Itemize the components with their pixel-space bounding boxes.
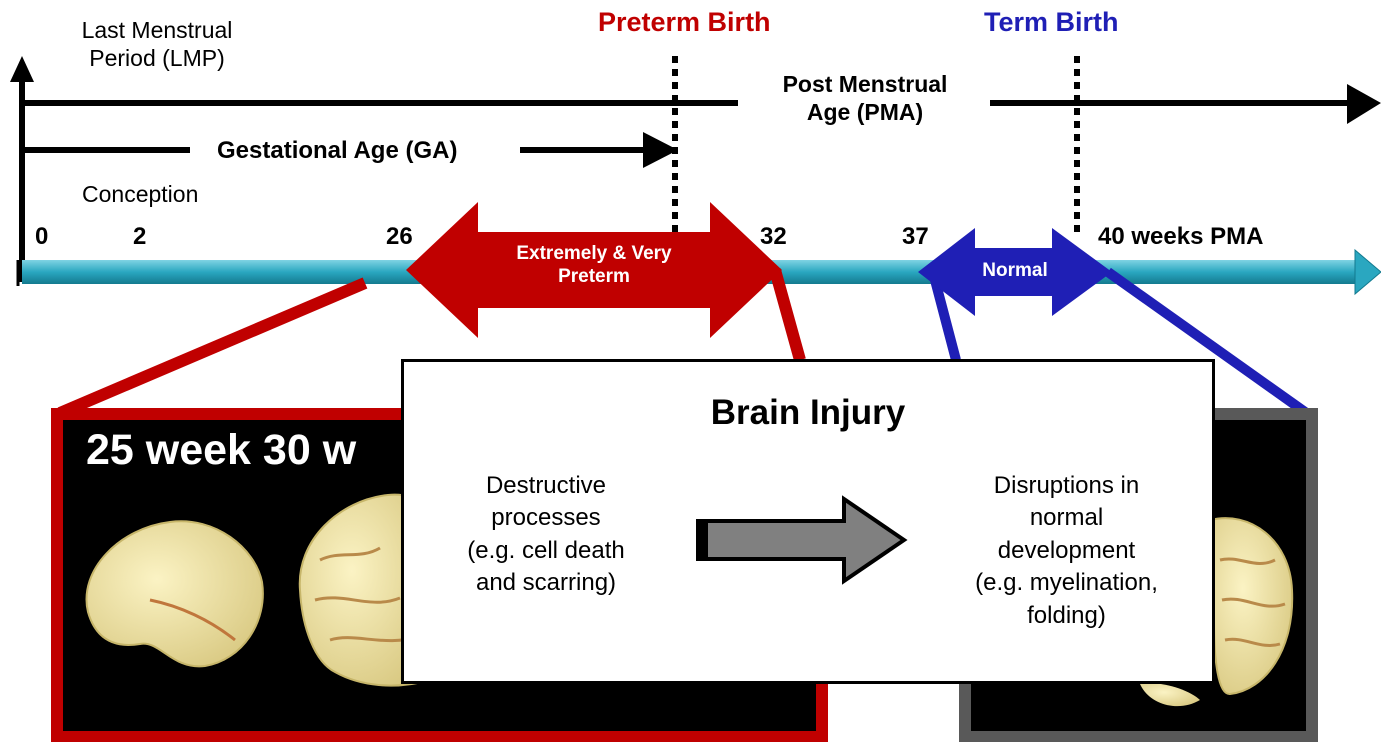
lmp-label: Last Menstrual Period (LMP) [52,16,262,72]
preterm-birth-label: Preterm Birth [598,6,771,39]
pma-arrowhead [1347,84,1381,124]
pma-label: Post Menstrual Age (PMA) [740,70,990,126]
tick-label: 40 weeks PMA [1098,223,1263,251]
cause-effect-arrow [694,495,914,585]
brain-injury-title: Brain Injury [404,392,1212,435]
timeline-arrowhead [1355,250,1381,294]
ga-label: Gestational Age (GA) [217,136,457,165]
tick-label: 0 [35,223,48,251]
tick-label: 2 [133,223,146,251]
destructive-processes-text: Destructive processes (e.g. cell death a… [426,470,666,600]
developmental-disruptions-text: Disruptions in normal development (e.g. … [924,470,1209,632]
term-birth-label: Term Birth [984,6,1119,39]
preterm-range-label: Extremely & Very Preterm [478,242,710,288]
conception-label: Conception [82,180,198,208]
brain-injury-box: Brain Injury Destructive processes (e.g.… [401,359,1215,684]
term-range-label: Normal [960,259,1070,282]
tick-label: 37 [902,223,929,251]
preterm-connector-left [60,283,365,413]
tick-label: 26 [386,223,413,251]
tick-label: 32 [760,223,787,251]
y-axis-arrowhead [10,56,34,82]
preterm-panel-label: 25 week 30 w [86,426,356,475]
